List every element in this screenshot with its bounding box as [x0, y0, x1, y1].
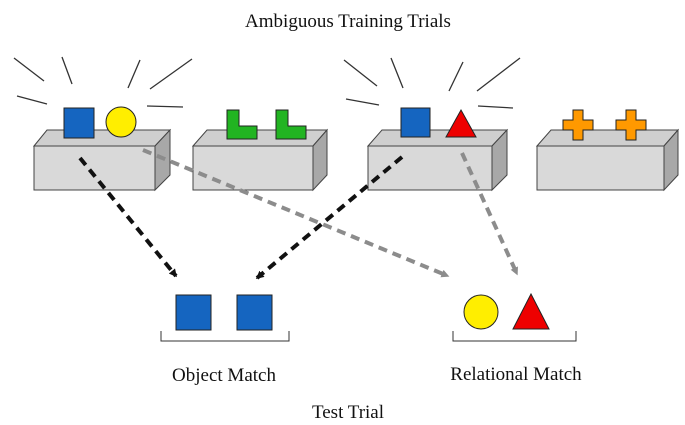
orange-cross-object	[562, 109, 594, 141]
blue-square-object	[236, 294, 273, 331]
training-trial-2	[191, 109, 329, 192]
red-triangle-object	[512, 292, 550, 330]
relational-match-bracket	[452, 331, 577, 342]
blue-square-object	[400, 107, 431, 138]
relational-match-choice: Relational Match	[450, 292, 582, 385]
relational-match-label: Relational Match	[450, 364, 582, 385]
yellow-circle-object	[463, 294, 499, 330]
relational-match-arrow-from-trial-3	[460, 152, 519, 276]
object-match-bracket	[160, 331, 290, 342]
object-match-arrows	[78, 155, 404, 280]
highlight-rays	[13, 56, 193, 108]
stage-box	[32, 128, 172, 192]
test-trial-label: Test Trial	[312, 402, 384, 423]
orange-cross-object	[615, 109, 647, 141]
green-l-shape-object	[226, 109, 258, 140]
training-trial-4	[535, 109, 680, 192]
red-triangle-object	[445, 108, 477, 138]
green-l-shape-object	[275, 109, 307, 140]
training-trial-3	[343, 57, 521, 192]
object-match-arrow-from-trial-3	[255, 155, 404, 280]
blue-square-object	[175, 294, 212, 331]
object-match-arrow-from-trial-1	[78, 156, 178, 278]
blue-square-object	[63, 107, 95, 139]
object-match-label: Object Match	[172, 365, 276, 386]
diagram-title: Ambiguous Training Trials	[245, 11, 451, 32]
stage-box	[366, 128, 509, 192]
relational-match-arrows	[142, 148, 519, 278]
yellow-circle-object	[105, 106, 137, 138]
object-match-choice: Object Match	[160, 294, 290, 386]
highlight-rays	[343, 57, 521, 109]
training-trial-1	[13, 56, 193, 192]
stage-box	[535, 128, 680, 192]
relational-match-arrow-from-trial-1	[142, 148, 450, 278]
